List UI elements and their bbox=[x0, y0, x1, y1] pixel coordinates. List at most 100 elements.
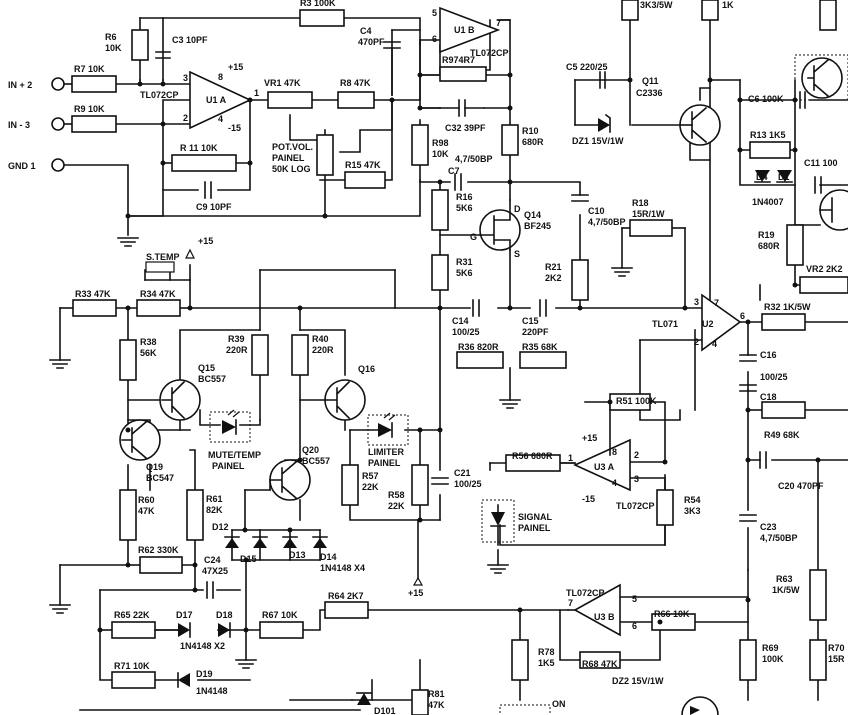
input-plus-terminal bbox=[51, 77, 65, 91]
capacitor-c20 bbox=[759, 451, 767, 469]
on-led-box bbox=[499, 704, 551, 715]
transistor-q20 bbox=[269, 459, 311, 501]
label-u2-pin4: 4 bbox=[712, 339, 717, 349]
label-c11: C11 100 bbox=[804, 158, 838, 168]
label-r60-value: 47K bbox=[138, 506, 155, 516]
label-bf245: BF245 bbox=[524, 221, 551, 231]
diode-d4 bbox=[755, 170, 770, 182]
label-1n4148x4: 1N4148 X4 bbox=[320, 563, 365, 573]
label-c23-value: 4,7/50BP bbox=[760, 533, 798, 543]
label-gnd: GND 1 bbox=[8, 161, 36, 171]
transistors bbox=[119, 54, 848, 715]
label-c14-value: 100/25 bbox=[452, 327, 480, 337]
led-signal bbox=[481, 499, 515, 546]
label-u3b: U3 B bbox=[594, 612, 615, 622]
resistor-pot-vol bbox=[316, 134, 334, 176]
label-r98-value: 10K bbox=[432, 149, 449, 159]
label-c23: C23 bbox=[760, 522, 777, 532]
capacitors bbox=[155, 41, 822, 599]
diode-dz2 bbox=[690, 706, 700, 715]
label-input-plus: IN + 2 bbox=[8, 80, 32, 90]
label-r64: R64 2K7 bbox=[328, 591, 364, 601]
capacitor-c9 bbox=[204, 181, 212, 199]
resistor-r69 bbox=[739, 639, 757, 681]
resistor-r66 bbox=[651, 613, 696, 631]
component-labels: R3 100K R6 10K C3 10PF +15 -15 IN + 2 IN… bbox=[8, 0, 845, 715]
label-c21: C21 bbox=[454, 468, 471, 478]
grounds bbox=[49, 237, 633, 669]
label-u3a-pin2: 2 bbox=[634, 450, 639, 460]
temp-sensor bbox=[145, 261, 175, 273]
resistor-vr1 bbox=[267, 91, 313, 109]
diode-d13 bbox=[283, 538, 297, 548]
label-q11: Q11 bbox=[642, 76, 659, 86]
resistor-1k bbox=[701, 0, 719, 21]
label-q20: Q20 bbox=[302, 445, 319, 455]
led-mute-temp bbox=[209, 409, 251, 443]
label-r974r7: R974R7 bbox=[442, 55, 475, 65]
diode-d15 bbox=[253, 538, 267, 548]
capacitor-c16 bbox=[739, 354, 757, 362]
label-r38-value: 56K bbox=[140, 348, 157, 358]
label-r51: R51 100K bbox=[616, 396, 657, 406]
label-q15: Q15 bbox=[198, 363, 215, 373]
label-u1a: U1 A bbox=[206, 95, 227, 105]
transistor-q16 bbox=[299, 379, 366, 421]
label-u2-pin3: 3 bbox=[694, 297, 699, 307]
label-u1a-pin2: 2 bbox=[183, 113, 188, 123]
label-r31-value: 5K6 bbox=[456, 268, 473, 278]
label-u1b-pin7: 7 bbox=[496, 18, 501, 28]
label-r19-value: 680R bbox=[758, 241, 780, 251]
label-r38: R38 bbox=[140, 337, 157, 347]
resistor-r974r7 bbox=[439, 66, 487, 82]
label-c24-value: 47X25 bbox=[202, 566, 228, 576]
label-u1b: U1 B bbox=[454, 25, 475, 35]
label-q14-s: S bbox=[514, 249, 520, 259]
label-r63-value: 1K/5W bbox=[772, 585, 800, 595]
label-q19: Q19 bbox=[146, 462, 163, 472]
label-r54: R54 bbox=[684, 495, 701, 505]
label-r11: R 11 10K bbox=[180, 143, 218, 153]
transistor-top-right bbox=[794, 54, 848, 101]
label-c6: C6 100K bbox=[748, 94, 784, 104]
label-c15: C15 bbox=[522, 316, 539, 326]
label-d19: D19 bbox=[196, 669, 213, 679]
diode-d17 bbox=[178, 623, 190, 637]
label-tl072cp-u3b: TL072CP bbox=[566, 588, 605, 598]
label-r68: R68 47K bbox=[582, 659, 618, 669]
resistor-r98 bbox=[411, 124, 429, 166]
label-c15-value: 220PF bbox=[522, 327, 549, 337]
resistor-r70 bbox=[809, 639, 827, 681]
transistor-right-mid bbox=[819, 189, 848, 231]
label-pot-painel: PAINEL bbox=[272, 153, 305, 163]
label-r54-value: 3K3 bbox=[684, 506, 701, 516]
label-c18: C18 bbox=[760, 392, 777, 402]
label-on: ON bbox=[552, 699, 566, 709]
transistor-q15 bbox=[159, 379, 201, 421]
label-r98: R98 bbox=[432, 138, 449, 148]
label-r33: R33 47K bbox=[75, 289, 111, 299]
resistor-r67 bbox=[259, 621, 304, 639]
resistor-r38 bbox=[119, 339, 137, 381]
resistor-r21 bbox=[571, 259, 589, 301]
label-r69-value: 100K bbox=[762, 654, 784, 664]
label-1n4007: 1N4007 bbox=[752, 197, 784, 207]
resistor-r16 bbox=[431, 189, 449, 231]
resistor-r39 bbox=[251, 334, 269, 376]
transistor-bottom-right bbox=[681, 696, 719, 715]
label-r16: R16 bbox=[456, 192, 473, 202]
label-u3a: U3 A bbox=[594, 462, 615, 472]
resistor-r40 bbox=[291, 334, 309, 376]
label-pot-vol: POT.VOL. bbox=[272, 142, 313, 152]
label-r62: R62 330K bbox=[138, 545, 179, 555]
label-bc557-q15: BC557 bbox=[198, 374, 226, 384]
label-d1: D1 bbox=[778, 172, 790, 182]
diode-d1 bbox=[777, 170, 792, 182]
label-r78: R78 bbox=[538, 647, 555, 657]
label-u1b-pin5: 5 bbox=[432, 8, 437, 18]
resistor-r6 bbox=[131, 29, 149, 61]
label-minus15-u1: -15 bbox=[228, 123, 241, 133]
diode-d18 bbox=[218, 623, 230, 637]
label-u2-pin2: 2 bbox=[694, 337, 699, 347]
